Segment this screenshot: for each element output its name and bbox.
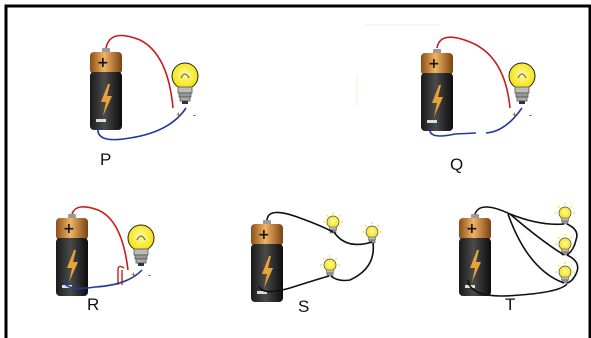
circuit-r: + - <box>56 206 155 296</box>
wire-black <box>507 213 565 284</box>
frame-border <box>4 4 591 338</box>
bulb-icon <box>508 62 536 105</box>
wire-red <box>436 36 511 109</box>
wire-black <box>330 242 375 282</box>
label-t: T <box>505 295 516 314</box>
label-p: P <box>100 150 112 169</box>
wire-black <box>333 231 373 246</box>
svg-text:+: + <box>176 110 181 120</box>
wire-black <box>566 254 579 284</box>
label-r: R <box>87 295 100 314</box>
battery-icon <box>459 214 491 296</box>
svg-text:-: - <box>529 110 532 120</box>
wire-black <box>258 275 330 293</box>
battery-icon <box>251 220 283 302</box>
battery-icon <box>90 48 122 130</box>
battery-icon <box>56 214 88 296</box>
svg-text:-: - <box>193 110 196 120</box>
wire-red <box>105 34 174 109</box>
bulb-icon <box>554 202 576 225</box>
bulb-icon <box>171 62 199 105</box>
bulb-icon <box>319 254 341 277</box>
wire-red <box>71 206 129 271</box>
svg-text:+: + <box>512 110 517 120</box>
bulb-icon <box>127 224 155 267</box>
label-q: Q <box>450 155 464 174</box>
bulb-icon <box>361 221 383 244</box>
bulb-icon <box>322 211 344 234</box>
circuit-q: + - <box>421 36 536 137</box>
wire-black <box>566 223 578 256</box>
battery-icon <box>421 49 453 131</box>
wire-black <box>467 279 568 297</box>
circuit-t <box>459 202 579 297</box>
svg-text:+: + <box>131 270 136 280</box>
wire-black <box>266 211 334 233</box>
label-s: S <box>298 297 310 316</box>
wire-blue-end <box>485 107 523 134</box>
svg-text:-: - <box>148 270 151 280</box>
wire-blue <box>63 269 143 290</box>
circuit-p: + - <box>90 34 199 141</box>
circuit-s <box>251 211 383 302</box>
wire-black <box>509 213 565 256</box>
wire-blue-broken <box>429 127 477 137</box>
wire-blue <box>97 107 187 141</box>
